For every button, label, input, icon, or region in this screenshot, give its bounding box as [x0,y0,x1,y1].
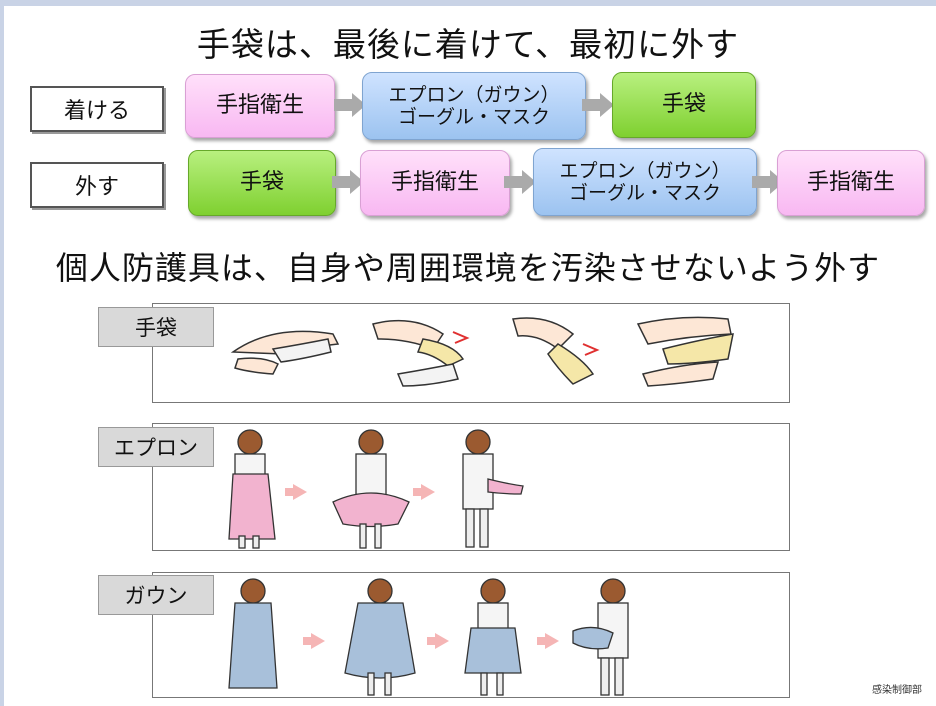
doff-arrow-2 [504,170,536,194]
gloves-removal-panel [152,303,790,403]
gloves-panel-label-text: 手袋 [135,316,177,340]
don-arrow-2 [582,93,614,117]
page-subtitle: 個人防護具は、自身や周囲環境を汚染させないよう外す [55,249,881,287]
don-step-apron-goggle-mask: エプロン（ガウン） ゴーグル・マスク [362,72,586,140]
gloves-panel-label: 手袋 [98,307,214,347]
don-step-2-text: エプロン（ガウン） ゴーグル・マスク [388,84,560,128]
gloves-removal-illustration [230,316,734,387]
doff-label-text: 外す [74,175,119,200]
gown-removal-panel [152,572,790,698]
doff-step-gloves: 手袋 [188,150,336,216]
apron-panel-label-text: エプロン [114,436,198,460]
doff-step-3-text: エプロン（ガウン） ゴーグル・マスク [559,160,731,204]
apron-panel-label: エプロン [98,427,214,467]
doff-label: 外す [30,162,164,208]
don-step-1-text: 手指衛生 [215,93,304,118]
doff-step-apron-goggle-mask: エプロン（ガウン） ゴーグル・マスク [533,148,757,216]
don-step-gloves: 手袋 [612,72,756,138]
gown-panel-label: ガウン [98,575,214,615]
doff-step-hand-hygiene-2: 手指衛生 [777,150,925,216]
don-step-3-text: 手袋 [661,92,706,117]
don-label-text: 着ける [63,99,130,124]
doff-step-4-text: 手指衛生 [806,170,895,195]
gown-removal-illustration [228,578,629,696]
don-label: 着ける [30,86,164,132]
doff-step-1-text: 手袋 [239,170,284,195]
doff-step-2-text: 手指衛生 [390,170,479,195]
credit-text: 感染制御部 [872,685,922,696]
don-step-hand-hygiene: 手指衛生 [185,74,335,138]
doff-step-hand-hygiene-1: 手指衛生 [360,150,510,216]
page-title: 手袋は、最後に着けて、最初に外す [196,25,740,64]
apron-removal-illustration [228,429,524,549]
gown-panel-label-text: ガウン [124,584,188,608]
apron-removal-panel [152,423,790,551]
